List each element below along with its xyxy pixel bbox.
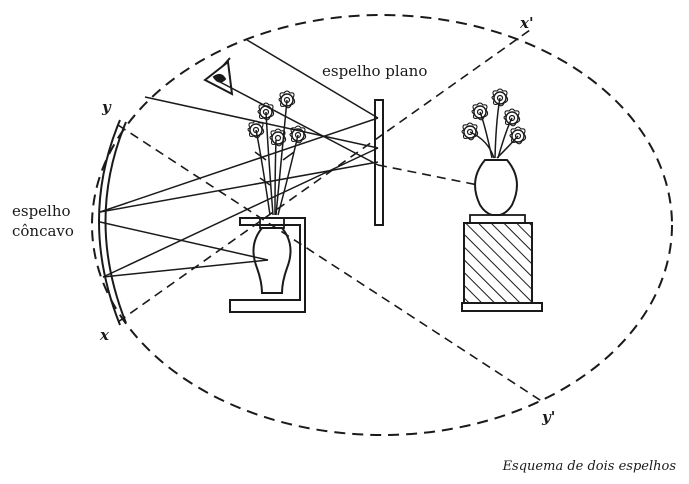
plane-mirror-label: espelho plano — [322, 62, 427, 80]
point-x-label: x — [99, 326, 110, 344]
virtual-ray — [378, 165, 478, 185]
ray-6 — [100, 222, 268, 260]
ray-7 — [103, 148, 378, 277]
point-y-label: y — [101, 98, 112, 116]
ray-3 — [220, 82, 378, 165]
hatched-pedestal — [464, 223, 532, 303]
eye-icon — [205, 58, 232, 94]
point-x-prime-label: x' — [519, 14, 534, 32]
diagram-caption: Esquema de dois espelhos — [502, 459, 677, 474]
virtual-image — [462, 89, 542, 311]
concave-mirror-label-2: côncavo — [12, 222, 74, 240]
concave-mirror-label-1: espelho — [12, 202, 71, 220]
ray-5 — [100, 162, 378, 212]
ray-4 — [100, 118, 378, 212]
point-y-prime-label: y' — [541, 408, 555, 426]
dashed-lines — [118, 30, 543, 402]
